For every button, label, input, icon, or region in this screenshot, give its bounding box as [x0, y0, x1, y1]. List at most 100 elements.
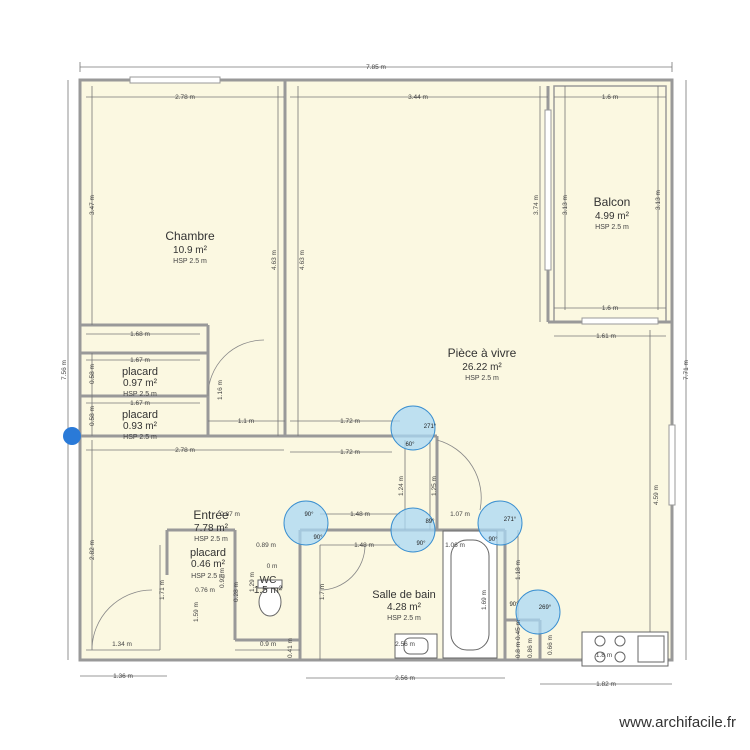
dim-entree-w: 2.78 m: [175, 447, 195, 454]
dim-passage: 1.1 m: [238, 418, 254, 425]
windows: [129, 76, 676, 506]
dim-placard-w: 1.68 m: [130, 331, 150, 338]
door-angle-3: 90°: [304, 512, 314, 518]
dim-106: 1.06 m: [445, 542, 465, 549]
door-angle-1: 271°: [424, 424, 437, 430]
chambre-area: 10.9 m²: [173, 245, 208, 256]
sink: [394, 633, 438, 659]
dim-045: 0.45 m: [515, 620, 522, 640]
wc-name: WC: [260, 575, 277, 586]
dim-chambre-width: 2.78 m: [175, 94, 195, 101]
dim-459: 4.59 m: [653, 485, 660, 505]
dim-066: 0.66 m: [547, 635, 554, 655]
dim-placard-h1: 0.58 m: [89, 364, 96, 384]
door-angle-5: 90°: [313, 535, 323, 541]
dim-086: 0.86 m: [527, 638, 534, 658]
dim-corridor1: 1.72 m: [340, 418, 360, 425]
dimension-labels: 7.85 m 2.78 m 3.44 m 1.6 m 1.6 m 1.61 m …: [112, 64, 618, 688]
dim-169: 1.69 m: [481, 590, 488, 610]
placard2-hsp: HSP 2.5 m: [123, 434, 157, 441]
placard2-name: placard: [122, 409, 158, 421]
dim-171: 1.71 m: [159, 580, 166, 600]
door-angle-2: 60°: [405, 442, 415, 448]
dim-17: 1.7 m: [319, 584, 326, 600]
placard1-name: placard: [122, 366, 158, 378]
entree-area: 7.78 m²: [194, 523, 229, 534]
dim-092: 0.92 m: [219, 568, 226, 588]
balcon-floor: [553, 85, 667, 323]
cooktop: [581, 631, 669, 667]
dim-left-height: 7.56 m: [61, 360, 68, 380]
chambre-hsp: HSP 2.5 m: [173, 258, 207, 265]
dim-134: 1.34 m: [112, 641, 132, 648]
placard2-area: 0.93 m²: [123, 421, 158, 432]
dim-piece-wall-h: 4.63 m: [299, 250, 306, 270]
door-angle-6: 89°: [425, 519, 435, 525]
dim-08: 0.8 m: [515, 642, 522, 658]
dimension-labels-vertical: 7.56 m 7.71 m 3.47 m 4.63 m 4.63 m 3.74 …: [61, 190, 690, 658]
dim-0m: 0 m: [267, 563, 278, 570]
dim-right-height: 7.71 m: [683, 360, 690, 380]
toilet: [257, 579, 283, 617]
dim-middle-width: 3.44 m: [408, 94, 428, 101]
door-angle-7: 269°: [539, 605, 552, 611]
dim-corridor2: 1.72 m: [340, 449, 360, 456]
dim-placard-w3: 1.67 m: [130, 400, 150, 407]
dim-18: 1.8 m: [596, 652, 612, 659]
balcon-area: 4.99 m²: [595, 211, 630, 222]
dim-09: 0.9 m: [260, 641, 276, 648]
dim-125: 1.25 m: [431, 476, 438, 496]
dim-148a: 1.48 m: [350, 511, 370, 518]
dim-256a: 2.56 m: [395, 641, 415, 648]
dim-028: 0.28 m: [233, 582, 240, 602]
door-angle-10: 90°: [509, 602, 519, 608]
dim-282: 2.82 m: [89, 540, 96, 560]
dim-256b: 2.56 m: [395, 675, 415, 682]
dim-placard-h2: 0.58 m: [89, 406, 96, 426]
dim-107: 1.07 m: [450, 511, 470, 518]
door-angle-8: 90°: [416, 541, 426, 547]
door-markers: [283, 405, 561, 635]
dim-148b: 1.48 m: [354, 542, 374, 549]
dim-136: 1.36 m: [113, 673, 133, 680]
piece-hsp: HSP 2.5 m: [465, 375, 499, 382]
balcon-name: Balcon: [594, 195, 631, 209]
placard3-hsp: HSP 2.5 m: [191, 573, 225, 580]
door-angle-4: 271°: [504, 517, 517, 523]
bathtub: [442, 530, 498, 659]
chambre-name: Chambre: [165, 229, 215, 243]
door-arcs: [91, 339, 482, 651]
dim-balcon-h2a: 3.13 m: [562, 195, 569, 215]
entry-dot[interactable]: [63, 427, 81, 445]
dim-087: 0.87 m: [220, 511, 240, 518]
dim-041: 0.41 m: [287, 638, 294, 658]
door-angles: 271° 60° 90° 271° 90° 89° 269° 90° 90° 9…: [304, 424, 551, 611]
dim-076: 0.76 m: [195, 587, 215, 594]
dim-089: 0.89 m: [256, 542, 276, 549]
dim-chambre-h: 3.47 m: [89, 195, 96, 215]
dim-balcon-outer: 1.61 m: [596, 333, 616, 340]
dim-chambre-wall-h: 4.63 m: [271, 250, 278, 270]
dim-balcon-h2b: 3.13 m: [655, 190, 662, 210]
sdb-name: Salle de bain: [372, 589, 436, 601]
dim-118: 1.18 m: [515, 560, 522, 580]
sdb-area: 4.28 m²: [387, 602, 422, 613]
placard3-name: placard: [190, 547, 226, 559]
balcon-hsp: HSP 2.5 m: [595, 224, 629, 231]
dim-124: 1.24 m: [398, 476, 405, 496]
placard1-hsp: HSP 2.5 m: [123, 391, 157, 398]
entree-hsp: HSP 2.5 m: [194, 536, 228, 543]
dim-door-h: 1.16 m: [217, 380, 224, 400]
dim-182: 1.82 m: [596, 681, 616, 688]
dim-balcon-width-top: 1.6 m: [602, 94, 618, 101]
dim-balcon-h1: 3.74 m: [533, 195, 540, 215]
piece-area: 26.22 m²: [462, 362, 502, 373]
door-angle-9: 90°: [488, 537, 498, 543]
watermark-text[interactable]: www.archifacile.fr: [619, 714, 736, 731]
placard3-area: 0.46 m²: [191, 559, 226, 570]
entree-name: Entrée: [193, 508, 229, 522]
dimension-lines: [67, 62, 687, 685]
placard1-area: 0.97 m²: [123, 378, 158, 389]
dim-balcon-width-bottom: 1.6 m: [602, 305, 618, 312]
